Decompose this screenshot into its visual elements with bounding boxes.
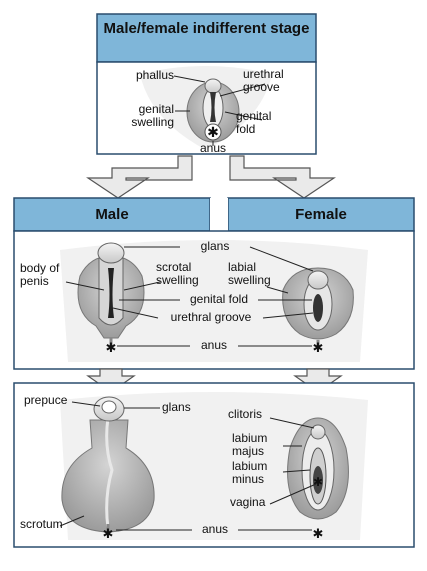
middle-leaders <box>65 246 314 347</box>
label-labial-swelling: labial swelling <box>228 260 271 287</box>
label-anus-indifferent: anus <box>199 141 227 155</box>
label-labium-minus: labium minus <box>232 459 268 486</box>
label-scrotum: scrotum <box>20 517 63 531</box>
label-glans-bottom: glans <box>162 400 191 414</box>
svg-text:✱: ✱ <box>313 475 323 489</box>
male-bottom-embryo: ✱ <box>61 396 155 542</box>
label-prepuce: prepuce <box>24 393 68 407</box>
male-column-header: Male <box>95 206 129 223</box>
svg-text:✱: ✱ <box>106 341 117 356</box>
indifferent-leaders <box>173 75 266 146</box>
label-vagina: vagina <box>230 495 266 509</box>
arrow-to-male <box>86 155 193 199</box>
indifferent-header-box <box>96 13 317 63</box>
female-header-box <box>227 197 415 232</box>
label-clitoris: clitoris <box>228 407 263 421</box>
label-glans-middle: glans <box>200 239 230 253</box>
label-phallus: phallus <box>135 68 174 82</box>
label-body-of-penis: body of penis <box>20 261 60 288</box>
label-genital-fold-middle: genital fold <box>189 292 249 306</box>
label-genital-swelling: genital swelling <box>131 102 174 129</box>
svg-text:✱: ✱ <box>313 527 324 542</box>
female-middle-embryo: ✱ <box>282 267 354 356</box>
label-urethral-groove-middle: urethral groove <box>170 310 252 324</box>
male-middle-embryo: ✱ <box>77 242 145 356</box>
label-urethral-groove-indifferent: urethral groove <box>243 67 284 94</box>
indifferent-stage-title: Male/female indifferent stage <box>103 20 310 37</box>
svg-text:✱: ✱ <box>103 527 114 542</box>
arrow-to-female <box>229 155 336 199</box>
label-anus-bottom: anus <box>201 522 229 536</box>
label-genital-fold-indifferent: genital fold <box>236 109 272 136</box>
label-scrotal-swelling: scrotal swelling <box>156 260 199 287</box>
label-labium-majus: labium majus <box>232 431 268 458</box>
svg-text:✱: ✱ <box>313 341 324 356</box>
label-anus-middle: anus <box>200 338 228 352</box>
bottom-leaders <box>59 401 317 531</box>
male-header-box <box>13 197 211 232</box>
female-column-header: Female <box>295 206 347 223</box>
column-divider <box>210 198 228 231</box>
female-bottom-embryo: ✱ ✱ <box>287 417 349 542</box>
svg-text:✱: ✱ <box>207 125 219 141</box>
